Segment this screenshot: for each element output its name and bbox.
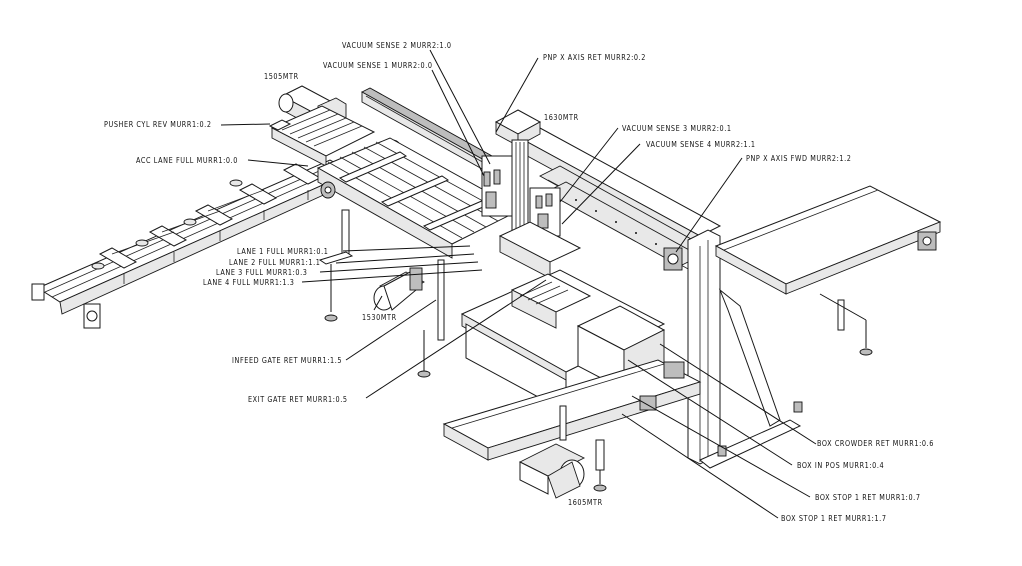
callout-box-stop-1-ret-17: BOX STOP 1 RET MURR1:1.7 — [781, 513, 887, 524]
callout-lane-2-full: LANE 2 FULL MURR1:1.1 — [229, 257, 321, 268]
callout-vacuum-sense-1: VACUUM SENSE 1 MURR2:0.0 — [323, 60, 433, 71]
callout-vacuum-sense-2: VACUUM SENSE 2 MURR2:1.0 — [342, 40, 452, 51]
callout-box-in-pos: BOX IN POS MURR1:0.4 — [797, 460, 885, 471]
rail-holes — [575, 199, 657, 245]
callout-pusher-cyl-rev: PUSHER CYL REV MURR1:0.2 — [104, 119, 212, 130]
callout-exit-gate-ret: EXIT GATE RET MURR1:0.5 — [248, 394, 348, 405]
exit-conveyor — [442, 359, 702, 492]
motor-1605 — [518, 443, 586, 499]
gantry-frame — [518, 127, 803, 469]
callout-pnp-x-axis-ret: PNP X AXIS RET MURR2:0.2 — [543, 52, 646, 63]
motor-label-1505: 1505MTR — [264, 71, 299, 82]
motor-label-1605: 1605MTR — [568, 497, 603, 508]
gantry-beam — [361, 87, 493, 171]
leader-lines — [220, 49, 817, 519]
accumulation-conveyor — [31, 159, 354, 329]
motor-1530 — [373, 267, 425, 311]
callout-acc-lane-full: ACC LANE FULL MURR1:0.0 — [136, 155, 238, 166]
callout-lane-1-full: LANE 1 FULL MURR1:0.1 — [237, 246, 329, 257]
callout-lane-3-full: LANE 3 FULL MURR1:0.3 — [216, 267, 308, 278]
callout-box-stop-1-ret-07: BOX STOP 1 RET MURR1:0.7 — [815, 492, 921, 503]
callout-infeed-gate-ret: INFEED GATE RET MURR1:1.5 — [232, 355, 343, 366]
callout-lane-4-full: LANE 4 FULL MURR1:1.3 — [203, 277, 295, 288]
motor-label-1630: 1630MTR — [544, 112, 579, 123]
right-conveyor — [714, 185, 942, 356]
callout-vacuum-sense-4: VACUUM SENSE 4 MURR2:1.1 — [646, 139, 756, 150]
motor-label-1530: 1530MTR — [362, 312, 397, 323]
callout-pnp-x-axis-fwd: PNP X AXIS FWD MURR2:1.2 — [746, 153, 852, 164]
lane-conveyor — [316, 137, 522, 378]
callout-box-crowder-ret: BOX CROWDER RET MURR1:0.6 — [817, 438, 934, 449]
pnp-carriage — [481, 109, 582, 279]
callout-vacuum-sense-3: VACUUM SENSE 3 MURR2:0.1 — [622, 123, 732, 134]
